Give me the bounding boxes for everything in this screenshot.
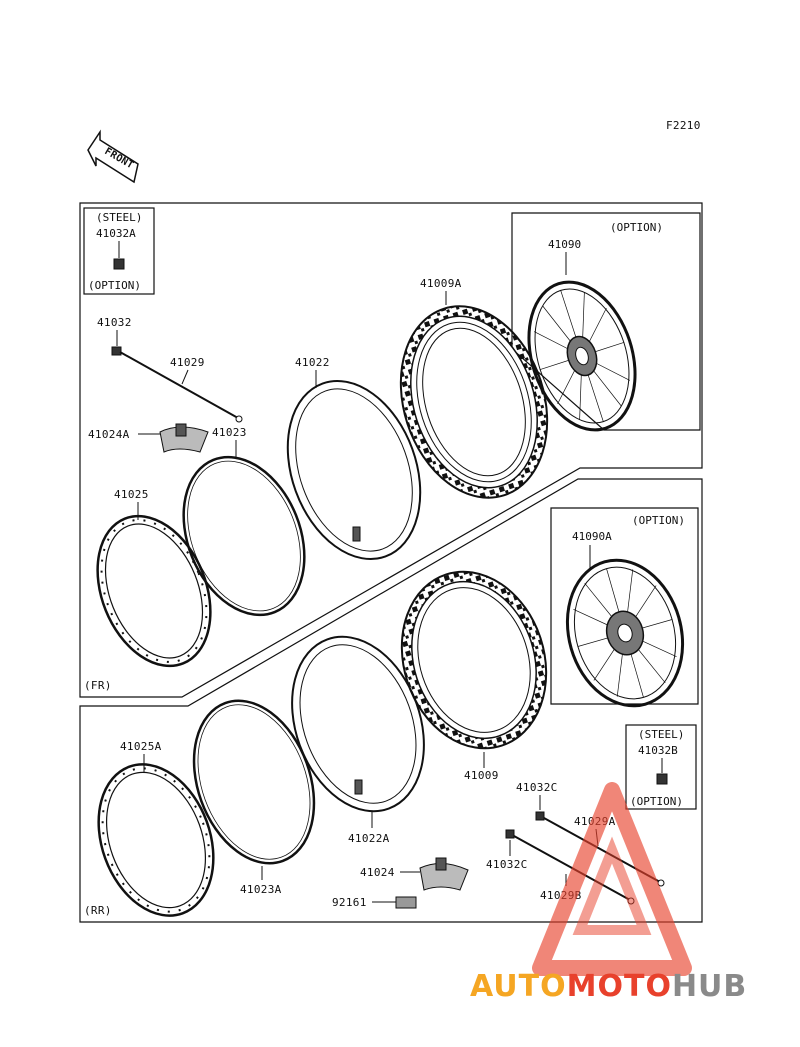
part-41029-label: 41029	[170, 356, 205, 369]
valve-nut-icon	[656, 773, 668, 785]
part-41032-label: 41032	[97, 316, 132, 329]
part-41022A-label: 41022A	[348, 832, 390, 845]
watermark-part3: HUB	[672, 969, 747, 1004]
rim-band-41023A	[192, 699, 316, 865]
part-41023-label: 41023	[212, 426, 247, 439]
wheel-front-top: (OPTION)	[610, 221, 663, 234]
wheel-rear-top: (OPTION)	[632, 514, 685, 527]
part-41023A-label: 41023A	[240, 883, 282, 896]
watermark-text: AUTOMOTOHUB	[470, 969, 747, 1004]
tube-41022	[286, 379, 422, 561]
part-41009-label: 41009	[464, 769, 499, 782]
spacer-block-icon	[395, 896, 417, 909]
valve-nut-icon	[113, 258, 125, 270]
steel-rear-top: (STEEL)	[638, 728, 684, 741]
part-41025-label: 41025	[114, 488, 149, 501]
rim-41025A	[97, 763, 215, 917]
steel-rear-part: 41032B	[638, 744, 678, 757]
steel-front-top: (STEEL)	[96, 211, 142, 224]
part-41024-label: 41024	[360, 866, 395, 879]
front-arrow-icon: FRONT	[87, 129, 139, 184]
part-41032C-bottom-label: 41032C	[486, 858, 528, 871]
steel-rear-bottom: (OPTION)	[630, 795, 683, 808]
part-41024A-label: 41024A	[88, 428, 130, 441]
tube-valve-icon	[352, 526, 361, 542]
tube-valve-icon	[354, 779, 363, 795]
part-41022-label: 41022	[295, 356, 330, 369]
figure-code: F2210	[666, 119, 701, 132]
wheel-option-box-rear: (OPTION) 41090A	[550, 507, 699, 708]
spoked-wheel-icon-rear	[565, 558, 685, 708]
front-section-label: (FR)	[84, 679, 112, 692]
rear-section-label: (RR)	[84, 904, 112, 917]
wheel-rear-part: 41090A	[572, 530, 612, 543]
rim-lock-icon-rear	[419, 857, 469, 891]
watermark-logo	[532, 782, 692, 976]
front-section-frame	[79, 202, 703, 698]
spoked-wheel-icon-front	[527, 280, 637, 432]
spoke-41029	[119, 351, 239, 419]
steel-option-box-rear: (STEEL) 41032B (OPTION)	[625, 724, 697, 810]
rim-band-41023	[182, 455, 306, 617]
part-41025A-label: 41025A	[120, 740, 162, 753]
tire-41009A	[399, 305, 549, 499]
rear-section-frame	[79, 478, 703, 923]
spoke-nipple-icon	[535, 811, 545, 821]
spoke-nipple-icon	[111, 346, 122, 356]
rim-41025	[96, 514, 212, 668]
watermark-part1: AUTO	[470, 969, 567, 1004]
steel-front-bottom: (OPTION)	[88, 279, 141, 292]
rim-lock-icon-front	[159, 423, 209, 453]
steel-option-box-front: (STEEL) 41032A (OPTION)	[83, 207, 155, 295]
tire-41009	[400, 570, 548, 750]
part-41032C-top-label: 41032C	[516, 781, 558, 794]
wheel-option-box-front: (OPTION) 41090	[511, 212, 701, 432]
part-92161-label: 92161	[332, 896, 367, 909]
part-41009A-label: 41009A	[420, 277, 462, 290]
wheel-front-part: 41090	[548, 238, 581, 251]
spoke-nipple-icon	[505, 829, 515, 839]
steel-front-part: 41032A	[96, 227, 136, 240]
watermark-part2: MOTO	[567, 969, 672, 1004]
